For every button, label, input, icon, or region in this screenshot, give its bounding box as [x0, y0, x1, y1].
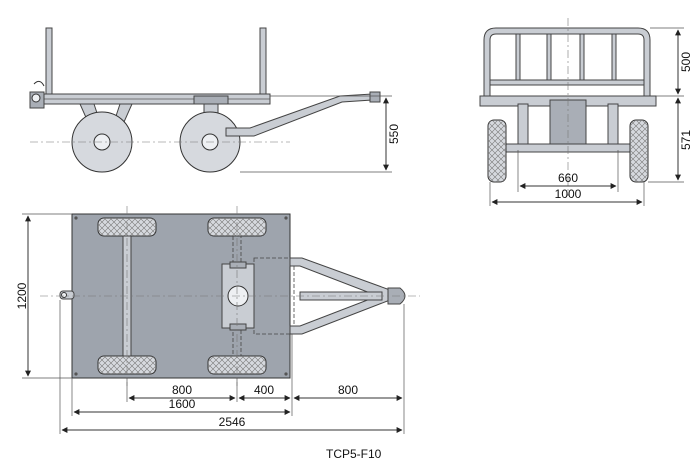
- end-right-bracket: [607, 103, 619, 149]
- dim-hitch-offset: 400: [254, 383, 274, 397]
- dim-drawbar: 800: [338, 383, 358, 397]
- model-label: TCP5-F10: [326, 447, 382, 461]
- dim-plan-width: 1200: [15, 282, 29, 309]
- dim-platform-height: 571: [679, 130, 693, 150]
- plan-drawbar: [289, 257, 391, 335]
- end-railing-bars: [515, 33, 617, 81]
- plan-view: 1200 800 400 800 1600 2546: [15, 206, 420, 434]
- dim-overall-length: 2546: [219, 415, 246, 429]
- plan-rear-hook: [59, 290, 75, 300]
- end-view: 500 571 660 1000: [479, 18, 693, 206]
- side-turntable: [193, 95, 229, 105]
- end-railing: [483, 27, 651, 101]
- dim-wheelbase: 800: [172, 383, 192, 397]
- side-tow-hook: [29, 80, 45, 109]
- plan-corner-bolts: [74, 216, 288, 376]
- dim-platform-length: 1600: [169, 397, 196, 411]
- side-front-stake: [259, 27, 267, 97]
- dim-inner-track: 660: [558, 171, 578, 185]
- side-rear-stake: [45, 27, 53, 97]
- end-left-bracket: [517, 103, 529, 149]
- dim-overall-width: 1000: [555, 187, 582, 201]
- side-drawbar-eye: [369, 91, 381, 103]
- end-railing-rail: [489, 79, 645, 86]
- dim-rail-height: 500: [679, 52, 693, 72]
- side-view: 550: [29, 27, 401, 173]
- dim-side-height: 550: [387, 124, 401, 144]
